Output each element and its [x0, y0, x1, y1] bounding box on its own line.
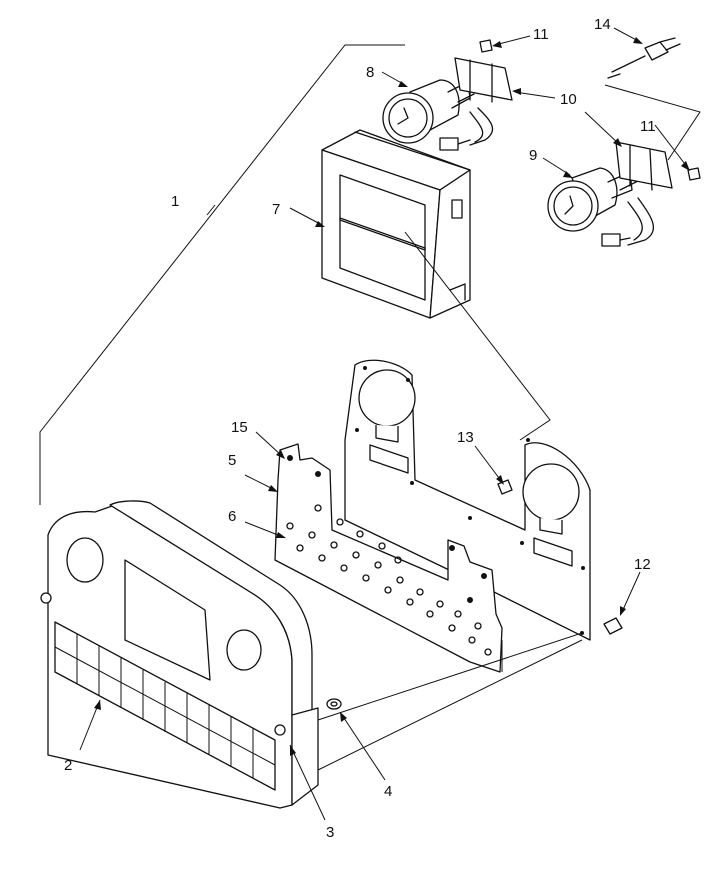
callout-7: 7: [272, 201, 280, 218]
callout-2: 2: [64, 757, 72, 774]
callout-9: 9: [529, 147, 537, 164]
item-4-nut: [326, 698, 342, 710]
item-7-housing: [321, 129, 471, 319]
callout-8: 8: [366, 64, 374, 81]
callout-1: 1: [171, 193, 179, 210]
callout-leaders: [79, 27, 690, 821]
callout-14: 14: [594, 16, 611, 33]
led-array: [286, 504, 492, 656]
item-14-fitting: [607, 37, 681, 79]
callout-13: 13: [457, 429, 474, 446]
assembly-bracket-line: [39, 44, 405, 505]
gauge-9: [547, 141, 673, 247]
item-11-screws: [479, 39, 701, 181]
projection-lines: [317, 84, 701, 771]
gauge-8: [382, 57, 513, 151]
mounting-panel: [344, 359, 591, 641]
item-12-screw: [603, 617, 623, 635]
callout-3: 3: [326, 824, 334, 841]
callout-12: 12: [634, 556, 651, 573]
callout-5: 5: [228, 452, 236, 469]
callout-11-right: 11: [640, 118, 656, 135]
callout-4: 4: [384, 783, 392, 800]
keypad-grid: [54, 621, 276, 791]
circuit-board: [274, 443, 503, 673]
callout-15: 15: [231, 419, 248, 436]
callout-11-top: 11: [533, 26, 549, 43]
front-bezel: [40, 500, 319, 809]
callout-6: 6: [228, 508, 236, 525]
callout-labels: 1 2 3 4 5 6 7 8 9 10 11 11 12 13 14 15: [64, 16, 656, 841]
item-13-screw: [497, 479, 513, 495]
callout-10: 10: [560, 91, 577, 108]
